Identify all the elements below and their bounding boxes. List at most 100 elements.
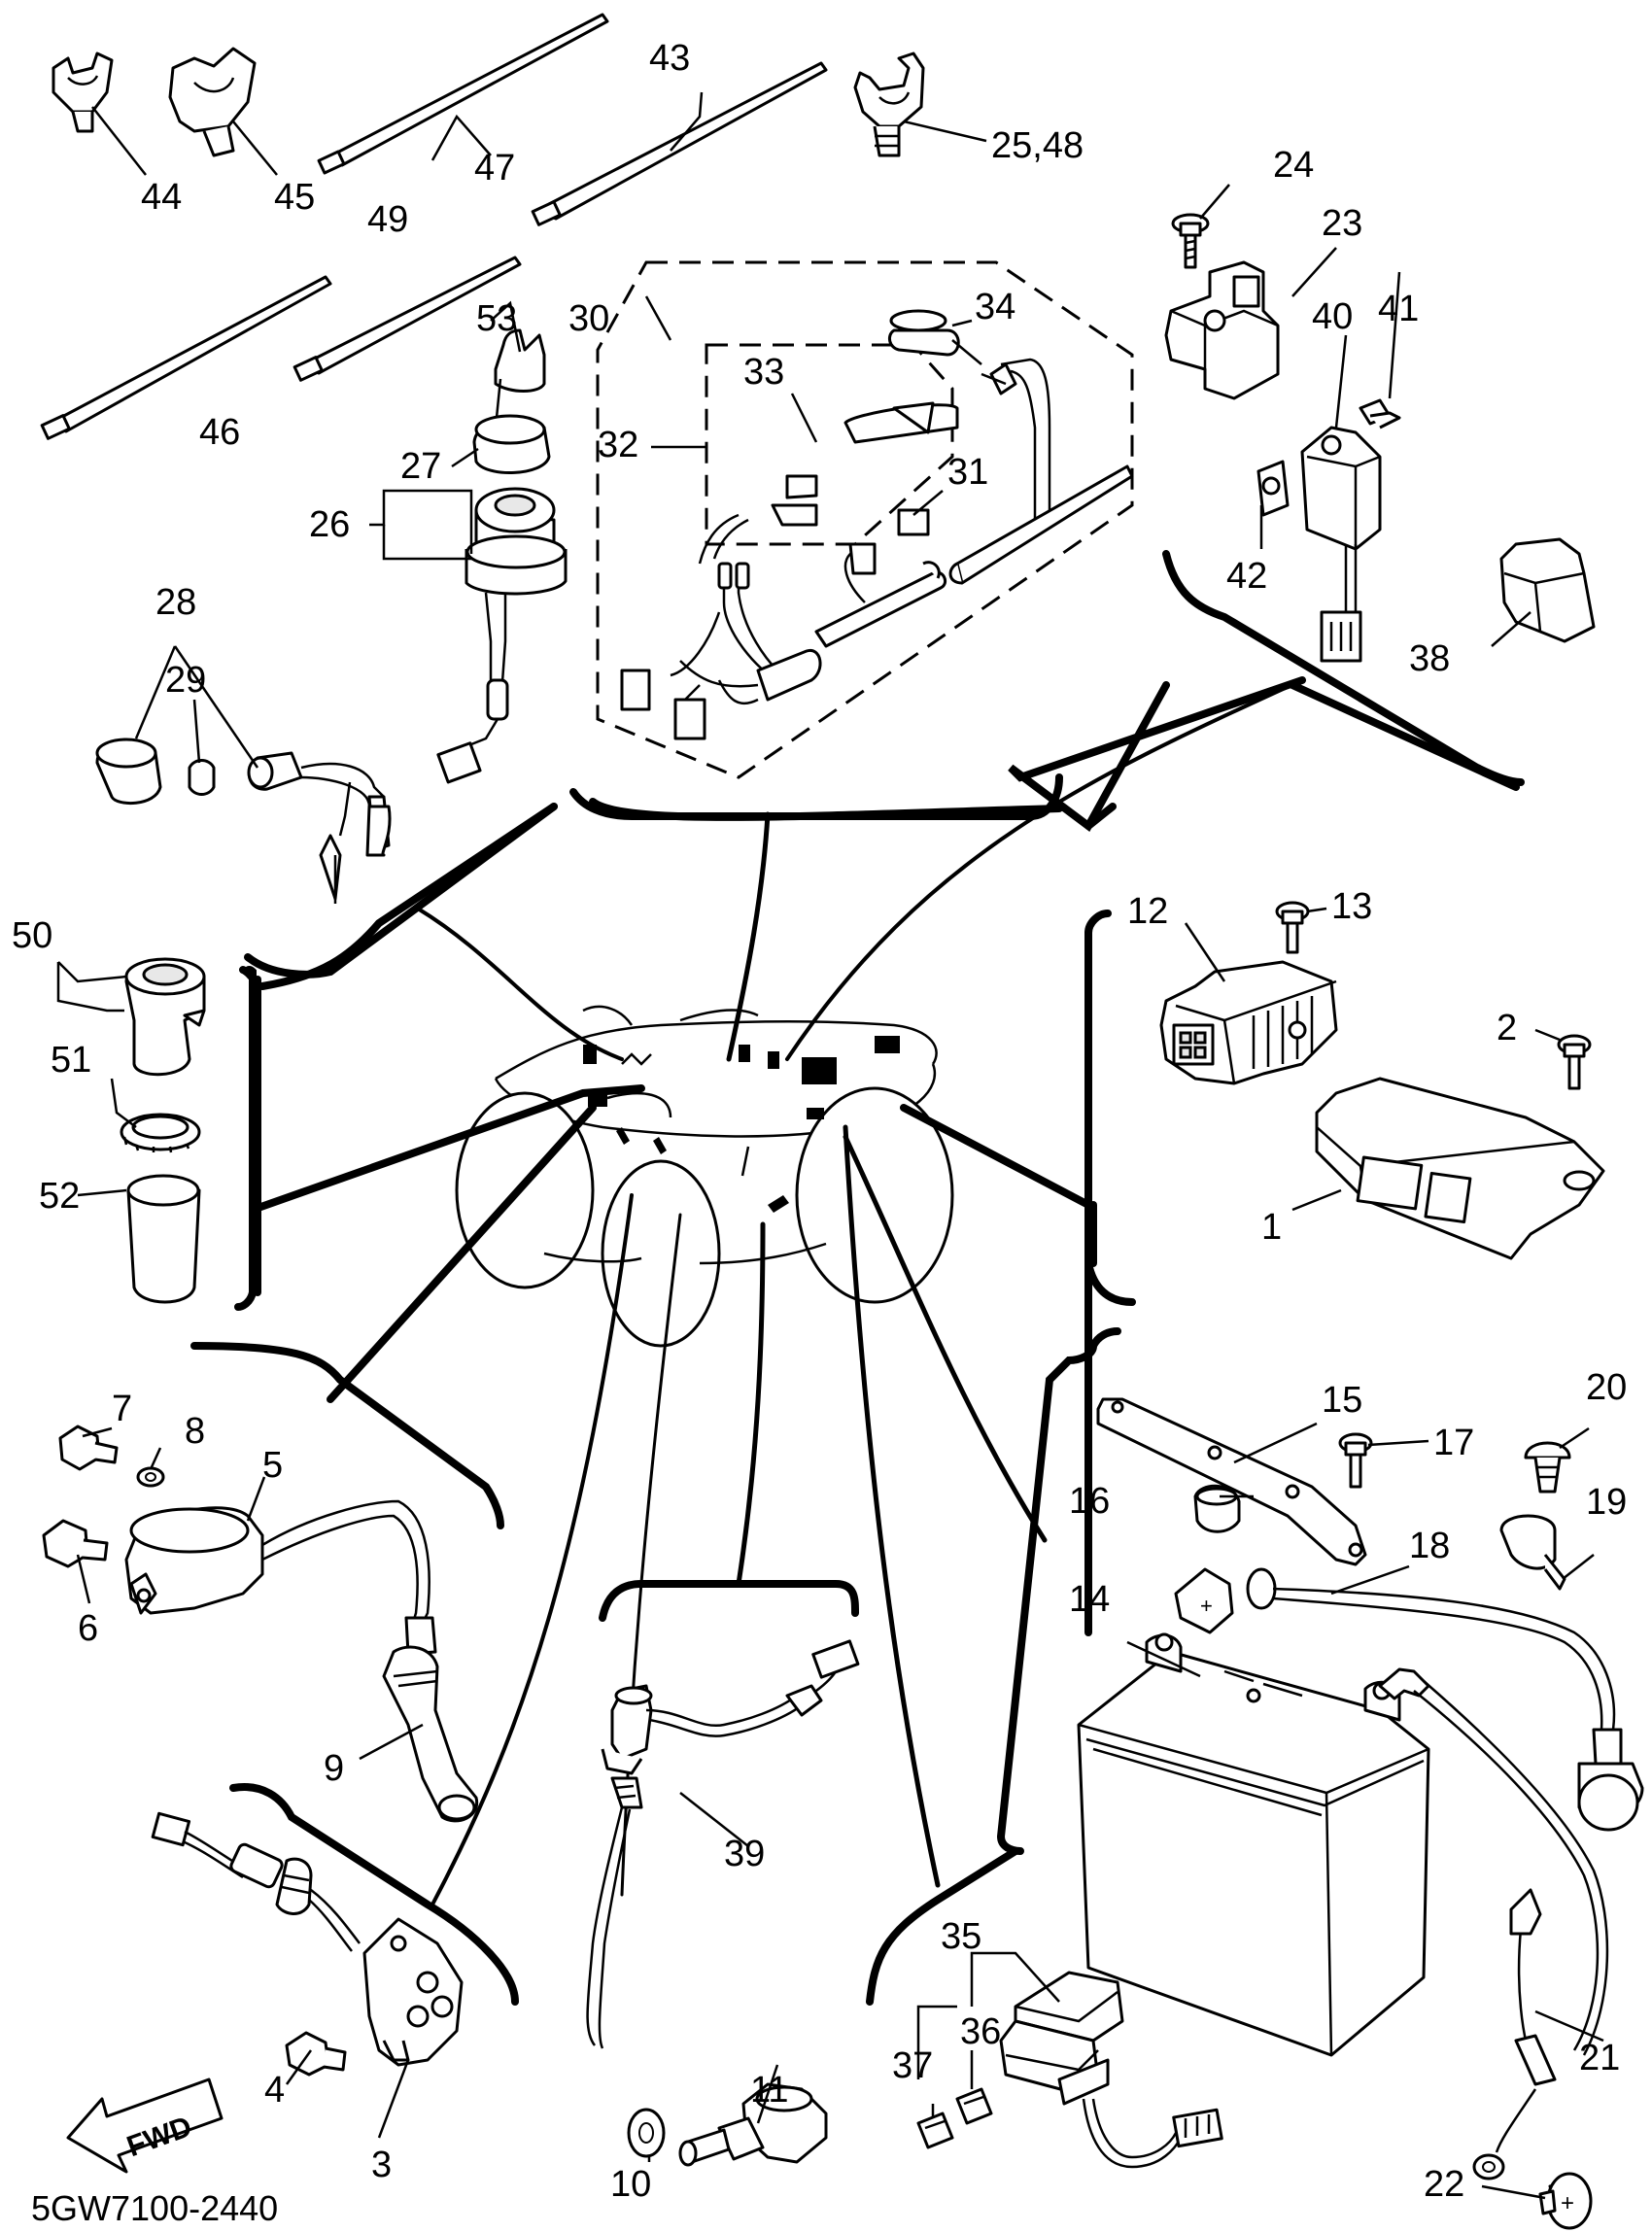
cable-tie-47 [317, 13, 609, 175]
callout-3: 3 [371, 2145, 392, 2185]
callout-5: 5 [262, 1445, 283, 1486]
bolt-2 [1557, 1034, 1592, 1090]
group-brackets [190, 550, 1525, 2006]
callout-12: 12 [1127, 891, 1168, 932]
callout-17: 17 [1433, 1423, 1474, 1463]
callout-23: 23 [1322, 203, 1362, 244]
callout-52: 52 [39, 1176, 80, 1217]
pickup-coil-3 [151, 1811, 464, 2067]
callout-leaders [56, 91, 1604, 2200]
neutral-switch-39 [586, 1639, 860, 2049]
clip-20 [1524, 1441, 1571, 1494]
callout-38: 38 [1409, 638, 1450, 679]
main-switch-26 [436, 487, 568, 784]
callout-28: 28 [155, 582, 196, 623]
bolt-13 [1275, 901, 1310, 954]
wire-clamp-45 [168, 47, 257, 157]
callout-36: 36 [960, 2011, 1001, 2052]
callout-1: 1 [1261, 1207, 1282, 1248]
callout-53: 53 [476, 298, 517, 339]
bolt-4 [285, 2031, 347, 2077]
spark-plug-cap-9 [382, 1645, 479, 1823]
callout-8: 8 [185, 1411, 205, 1452]
callout-44: 44 [141, 177, 182, 218]
callout-14: 14 [1069, 1579, 1110, 1620]
callout-20: 20 [1586, 1367, 1627, 1408]
indicator-light-28 [95, 738, 392, 904]
callout-30: 30 [568, 298, 609, 339]
callout-37: 37 [892, 2045, 933, 2086]
svg-text:+: + [1200, 1594, 1213, 1618]
callout-21: 21 [1579, 2038, 1620, 2078]
battery-bolt-22: + [1538, 2172, 1593, 2230]
callout-49: 49 [367, 199, 408, 240]
callout-40: 40 [1312, 296, 1353, 337]
callout-4: 4 [264, 2070, 285, 2111]
rectifier-regulator-12 [1159, 960, 1338, 1085]
wire-clamp-44 [52, 52, 114, 133]
socket-cover-52 [126, 1174, 201, 1304]
callout-34: 34 [975, 287, 1015, 327]
washer-8 [136, 1466, 165, 1488]
fuse-box-35 [999, 1971, 1223, 2169]
callout-7: 7 [112, 1389, 132, 1429]
callout-32: 32 [598, 425, 638, 465]
callout-46: 46 [199, 412, 240, 453]
accessory-socket-50 [124, 957, 206, 1077]
callout-29: 29 [165, 660, 206, 701]
callout-13: 13 [1331, 886, 1372, 927]
bolt-41 [1359, 398, 1401, 429]
callout-50: 50 [12, 915, 52, 956]
callout-16: 16 [1069, 1481, 1110, 1522]
bolt-24 [1171, 213, 1210, 269]
band-19 [1499, 1514, 1566, 1591]
callout-10: 10 [610, 2164, 651, 2205]
battery-positive-cable-18: + [1174, 1567, 1644, 1832]
damper-16 [1193, 1484, 1241, 1533]
control-box-38 [1499, 537, 1596, 643]
harness-parts [620, 309, 1134, 740]
starter-relay-23 [1164, 260, 1280, 400]
callout-51: 51 [51, 1040, 91, 1081]
callout-41: 41 [1378, 289, 1419, 329]
callout-labels: 44 45 47 43 25,48 49 46 53 27 26 28 29 3… [12, 38, 1627, 2205]
fuse-36 [955, 2087, 993, 2125]
wire-clamp-25-48 [853, 52, 925, 157]
ignition-coil-5 [124, 1499, 437, 1656]
fwd-arrow-icon: FWD [66, 2077, 224, 2174]
callout-15: 15 [1322, 1380, 1362, 1421]
svg-text:+: + [1561, 2190, 1574, 2216]
bolt-17 [1338, 1432, 1373, 1489]
callout-26: 26 [309, 504, 350, 545]
bolt-6 [42, 1519, 109, 1568]
callout-18: 18 [1409, 1526, 1450, 1566]
callout-39: 39 [724, 1834, 765, 1874]
callout-9: 9 [324, 1748, 344, 1789]
callout-24: 24 [1273, 145, 1314, 186]
washer-10 [627, 2108, 666, 2158]
callout-27: 27 [400, 446, 441, 487]
fuse-37 [916, 2112, 954, 2149]
relay-40 [1300, 426, 1382, 663]
socket-nut-51 [120, 1113, 201, 1153]
battery-negative-cable-21 [1378, 1667, 1609, 2180]
main-switch-cap-53 [494, 328, 546, 429]
callout-42: 42 [1226, 556, 1267, 597]
clip-42 [1256, 460, 1290, 517]
callout-33: 33 [743, 352, 784, 393]
callout-2: 2 [1497, 1008, 1517, 1048]
callout-47: 47 [474, 148, 515, 189]
callout-25-48: 25,48 [991, 125, 1084, 166]
callout-11: 11 [750, 2070, 788, 2111]
callout-6: 6 [78, 1608, 98, 1649]
drawing-code: 5GW7100-2440 [31, 2188, 278, 2228]
battery-band-15 [1096, 1397, 1367, 1566]
callout-43: 43 [649, 38, 690, 79]
callout-19: 19 [1586, 1482, 1627, 1523]
main-switch-cap-27 [472, 414, 551, 474]
bolt-7 [58, 1425, 119, 1471]
cable-tie-46 [40, 275, 332, 440]
cable-tie-49 [293, 256, 522, 382]
callout-31: 31 [947, 452, 988, 493]
